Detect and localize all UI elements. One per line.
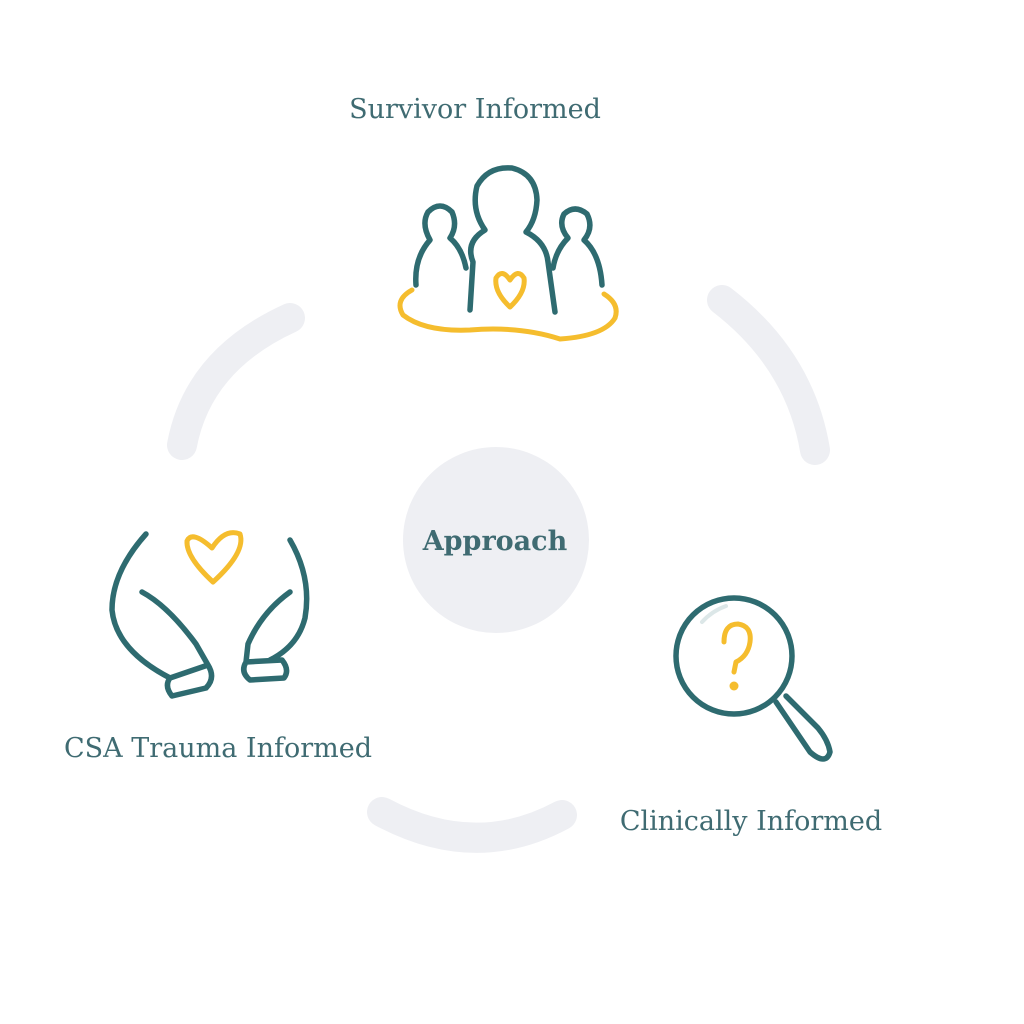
node-csa-trauma-informed: CSA Trauma Informed — [64, 530, 372, 764]
arc-right — [707, 285, 830, 465]
cycle-arcs — [167, 285, 830, 853]
hands-holding-heart-icon — [109, 530, 310, 699]
magnifying-glass-question-icon — [673, 595, 833, 762]
arc-left-top — [167, 303, 305, 460]
survivor-informed-label: Survivor Informed — [349, 94, 601, 125]
node-clinically-informed: Clinically Informed — [620, 595, 882, 837]
clinically-informed-label: Clinically Informed — [620, 806, 882, 837]
csa-trauma-informed-label: CSA Trauma Informed — [64, 733, 372, 764]
center-node: Approach — [403, 447, 589, 633]
node-survivor-informed: Survivor Informed — [349, 94, 619, 342]
arc-bottom — [367, 797, 577, 853]
center-label: Approach — [422, 526, 568, 557]
center-circle — [403, 447, 589, 633]
people-with-heart-icon — [397, 165, 619, 342]
